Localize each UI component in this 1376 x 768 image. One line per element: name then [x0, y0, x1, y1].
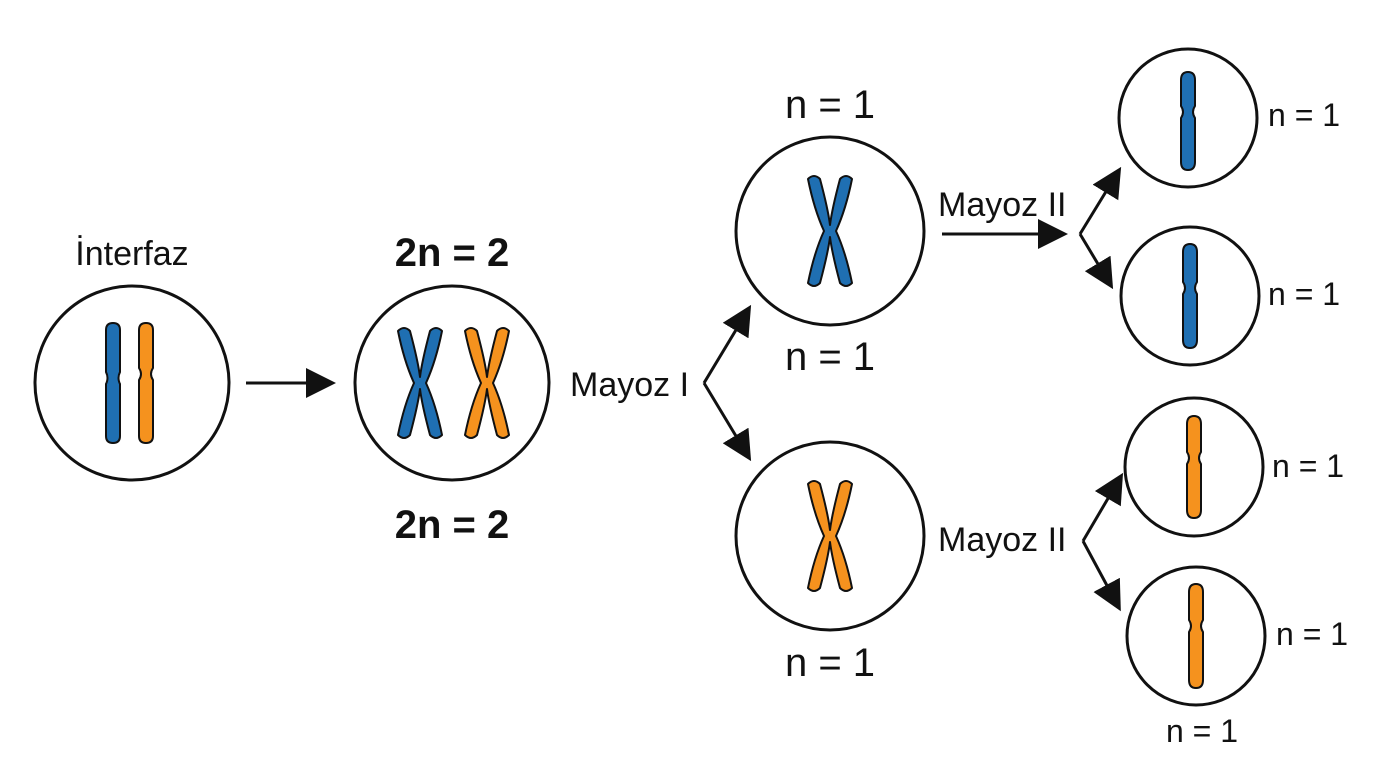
gamete-3-label: n = 1 [1272, 448, 1344, 484]
interphase-orange-chromosome [138, 321, 154, 445]
meiosis2-bottom-split-up [1081, 472, 1124, 542]
haploid-blue-label-bottom: n = 1 [785, 335, 875, 379]
meiosis2-bottom-label: Mayoz II [938, 521, 1066, 559]
interphase-label: İnterfaz [75, 235, 188, 273]
gamete-4-label-below: n = 1 [1166, 713, 1238, 749]
gamete-3-chromosome [1186, 414, 1202, 520]
diploid-label-top: 2n = 2 [395, 231, 510, 275]
diploid-cell [353, 284, 551, 482]
meiosis2-top-split-up [1078, 166, 1122, 235]
gamete-1-label: n = 1 [1268, 97, 1340, 133]
interphase-cell [33, 284, 231, 482]
haploid-orange-label-bottom: n = 1 [785, 641, 875, 685]
diploid-orange-x-chromosome [464, 327, 510, 439]
interphase-blue-chromosome [105, 321, 121, 445]
diploid-label-bottom: 2n = 2 [395, 503, 510, 547]
meiosis1-arrow-down [702, 382, 752, 462]
gamete-2-chromosome [1182, 242, 1198, 350]
meiosis2-top-label: Mayoz II [938, 186, 1066, 224]
haploid-blue-label-top: n = 1 [785, 83, 875, 127]
diploid-blue-x-chromosome [397, 327, 443, 439]
haploid-blue-x-chromosome [807, 175, 853, 287]
meiosis1-label: Mayoz I [570, 366, 689, 404]
gamete-4-chromosome [1188, 582, 1204, 690]
gamete-1-chromosome [1180, 70, 1196, 172]
gamete-2-label: n = 1 [1268, 276, 1340, 312]
meiosis2-bottom-split-down [1081, 540, 1121, 612]
gamete-4-label: n = 1 [1276, 616, 1348, 652]
meiosis1-arrow-up [702, 304, 752, 384]
haploid-orange-x-chromosome [807, 480, 853, 592]
meiosis2-top-split-down [1078, 233, 1114, 290]
